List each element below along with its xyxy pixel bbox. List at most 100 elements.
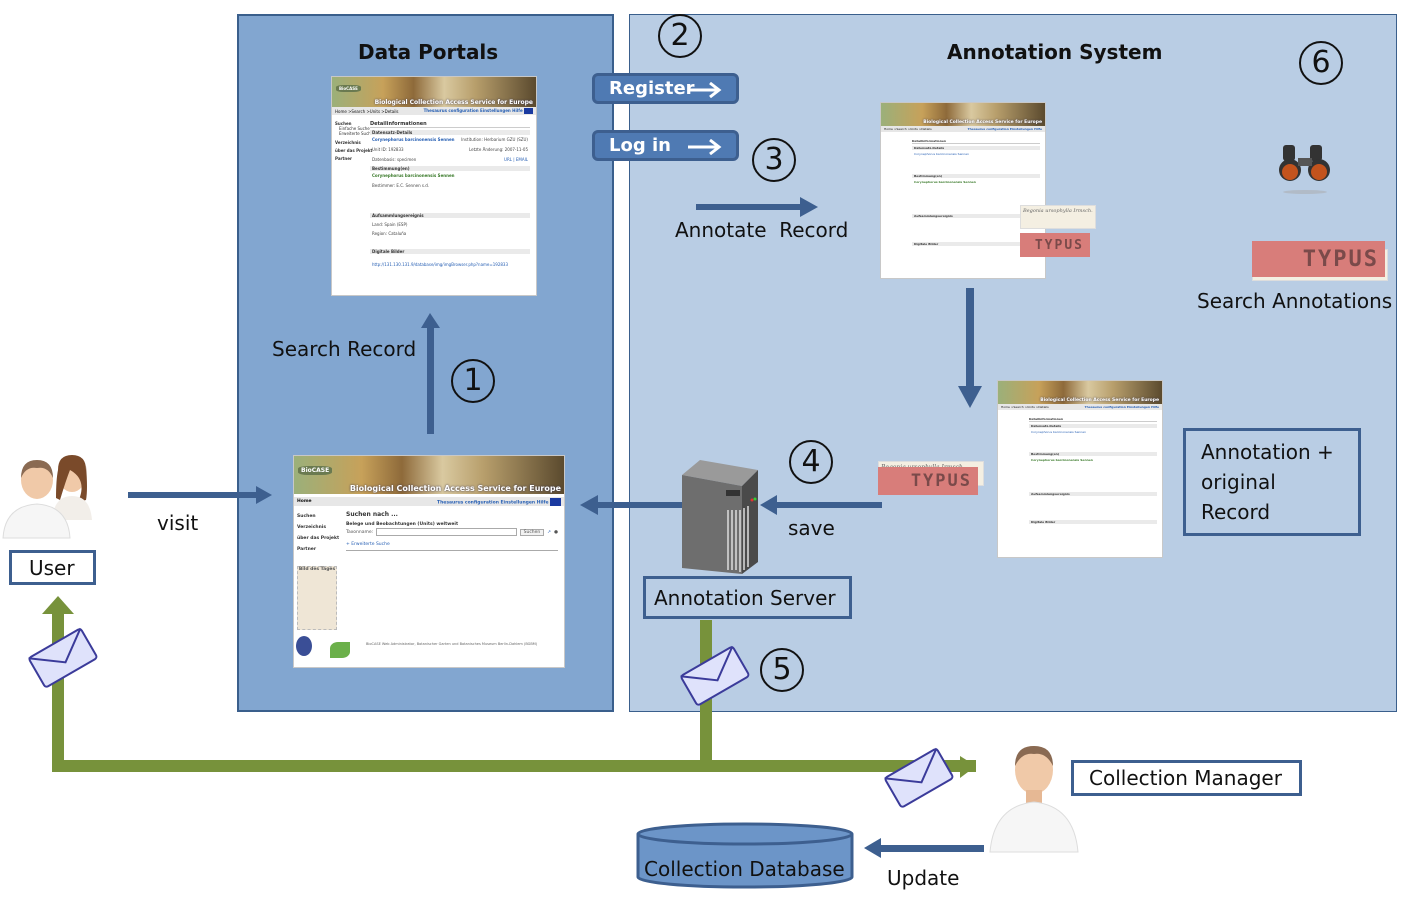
home-link: Home <box>297 499 312 504</box>
portal-search-page-thumbnail[interactable]: BioCASE Biological Collection Access Ser… <box>293 455 565 668</box>
identifier: Bestimmer: E.C. Sennen s.d. <box>372 183 430 188</box>
collection-database-label: Collection Database <box>644 857 845 881</box>
footer-text: BioCASE Web Administrator, Botanischer G… <box>366 642 538 646</box>
typus-stamp-image: TYPUS <box>1252 241 1385 277</box>
image-url: http://131.130.131.9/database/img/imgBro… <box>372 262 509 267</box>
green-horizontal-line <box>52 760 976 772</box>
section-header: Bestimmung(en) <box>370 166 530 171</box>
update-arrowhead <box>864 838 881 858</box>
typus-stamp-image: TYPUS <box>1020 233 1090 257</box>
collection-manager-icon <box>989 746 1079 853</box>
collection-database-icon <box>636 822 854 889</box>
collection-manager-label: Collection Manager <box>1089 766 1282 790</box>
breadcrumb: Home >Search >Units >Details <box>1001 405 1049 409</box>
envelope-icon <box>28 627 98 688</box>
search-heading: Suchen nach ... <box>346 511 398 518</box>
detail-heading: Detailinformationen <box>370 121 530 128</box>
annotation-server-label: Annotation Server <box>654 585 836 610</box>
green-arrowhead-manager <box>960 756 976 778</box>
specimen-label-text: Begonia ursophylla Irmsch. <box>1023 208 1093 214</box>
search-button[interactable]: Suchen <box>519 528 545 536</box>
step-4-marker: 4 <box>789 440 833 484</box>
nav-links: Thesaurus configuration Einstellungen Hi… <box>1084 405 1159 409</box>
advanced-search-link[interactable]: + Erweiterte Suche <box>346 542 558 551</box>
taxon-name: Corynephorus barcinonensis Sennen <box>1031 430 1086 434</box>
down-arrow-shaft <box>966 288 974 388</box>
search-annotations-label: Search Annotations <box>1197 289 1393 313</box>
notification-lines <box>42 596 976 778</box>
save-arrowhead <box>760 495 777 515</box>
envelope-icon <box>884 747 954 808</box>
save-arrow-shaft <box>775 502 882 508</box>
green-arrowhead-user <box>42 596 74 614</box>
login-button[interactable]: Log in <box>592 130 739 161</box>
unit-id: Unit ID: 192833 <box>372 147 404 152</box>
banner-title: Biological Collection Access Service for… <box>374 99 533 106</box>
data-portals-title: Data Portals <box>358 40 499 64</box>
side-link: Suchen <box>335 121 352 126</box>
side-link: Verzeichnis <box>297 525 327 530</box>
annotation-plus-record-line: Annotation + <box>1201 440 1334 464</box>
partner-logo <box>330 642 350 658</box>
section-header: Bestimmung(en) <box>1029 452 1157 456</box>
binoculars-icon <box>1279 145 1330 194</box>
annotation-server-box: Annotation Server <box>643 576 852 619</box>
annotation-detail-page-thumbnail[interactable]: Biological Collection Access Service for… <box>880 102 1046 279</box>
register-label: Register <box>609 78 695 99</box>
section-header: Datensatz-Details <box>370 130 530 135</box>
arrow-right-icon <box>688 139 722 155</box>
taxon-name: Corynephorus barcinonensis Sennen <box>372 173 455 178</box>
server-to-portal-arrowhead <box>580 495 598 515</box>
annotation-system-title: Annotation System <box>947 40 1163 64</box>
animal-icon: ● <box>554 529 558 535</box>
login-label: Log in <box>609 135 671 156</box>
side-link: über das Projekt <box>297 536 340 541</box>
step-6-marker: 6 <box>1299 41 1343 85</box>
section-header: Digitale Bilder <box>912 242 1040 246</box>
green-line-to-user <box>52 612 64 772</box>
arrow-right-icon <box>688 82 722 98</box>
annotated-record-thumbnail[interactable]: Biological Collection Access Service for… <box>997 380 1163 558</box>
update-arrow-shaft <box>880 845 984 852</box>
side-link: Partner <box>335 156 352 161</box>
region: Region: Cataluña <box>372 231 407 236</box>
section-header: Digitale Bilder <box>1029 520 1157 524</box>
section-header: Datensatz-Details <box>1029 424 1157 428</box>
taxon-name: Corynephorus barcinonensis Sennen <box>914 152 969 156</box>
step-5-marker: 5 <box>760 648 804 692</box>
side-link: Einfache Suche <box>339 126 370 131</box>
taxon-input[interactable] <box>376 528 517 536</box>
portal-detail-page-thumbnail[interactable]: BioCASE Biological Collection Access Ser… <box>331 76 537 296</box>
user-label: User <box>29 555 75 580</box>
taxon-name: Corynephorus barcinonensis Sennen <box>1031 458 1093 462</box>
annotation-plus-record-box: Annotation + original Record <box>1183 428 1361 536</box>
visit-label: visit <box>157 511 199 535</box>
typus-stamp-image: TYPUS <box>878 467 978 495</box>
breadcrumb: Home >Search >Units >Details <box>335 108 399 114</box>
annotate-arrowhead <box>800 197 818 217</box>
down-arrowhead <box>958 386 982 408</box>
biocase-logo: BioCASE <box>336 84 361 92</box>
server-to-portal-shaft <box>598 502 702 508</box>
detail-heading: Detailinformationen <box>912 139 1040 144</box>
register-button[interactable]: Register <box>592 73 739 104</box>
step-3-marker: 3 <box>752 138 796 182</box>
nav-links: Thesaurus configuration Einstellungen Hi… <box>437 500 549 505</box>
url-link: URL | EMAIL <box>504 157 528 162</box>
side-link: Suchen <box>297 514 316 519</box>
taxon-field-label: Taxonname: <box>346 529 374 535</box>
side-link: Verzeichnis <box>335 140 361 145</box>
banner-title: Biological Collection Access Service for… <box>923 120 1042 125</box>
taxon-name: Corynephorus barcinonensis Sennen <box>372 137 455 142</box>
annotation-plus-record-line: original <box>1201 470 1276 494</box>
save-label: save <box>788 516 835 540</box>
breadcrumb: Home >Search >Units >Details <box>884 127 932 131</box>
search-arrow-shaft <box>427 326 434 434</box>
search-record-label: Search Record <box>272 337 417 361</box>
banner-title: Biological Collection Access Service for… <box>349 484 561 493</box>
server-icon <box>682 460 758 574</box>
user-box: User <box>9 550 96 585</box>
map-icon: ↗ <box>547 529 552 535</box>
specimen-label-image: Begonia ursophylla Irmsch. <box>1020 205 1096 229</box>
